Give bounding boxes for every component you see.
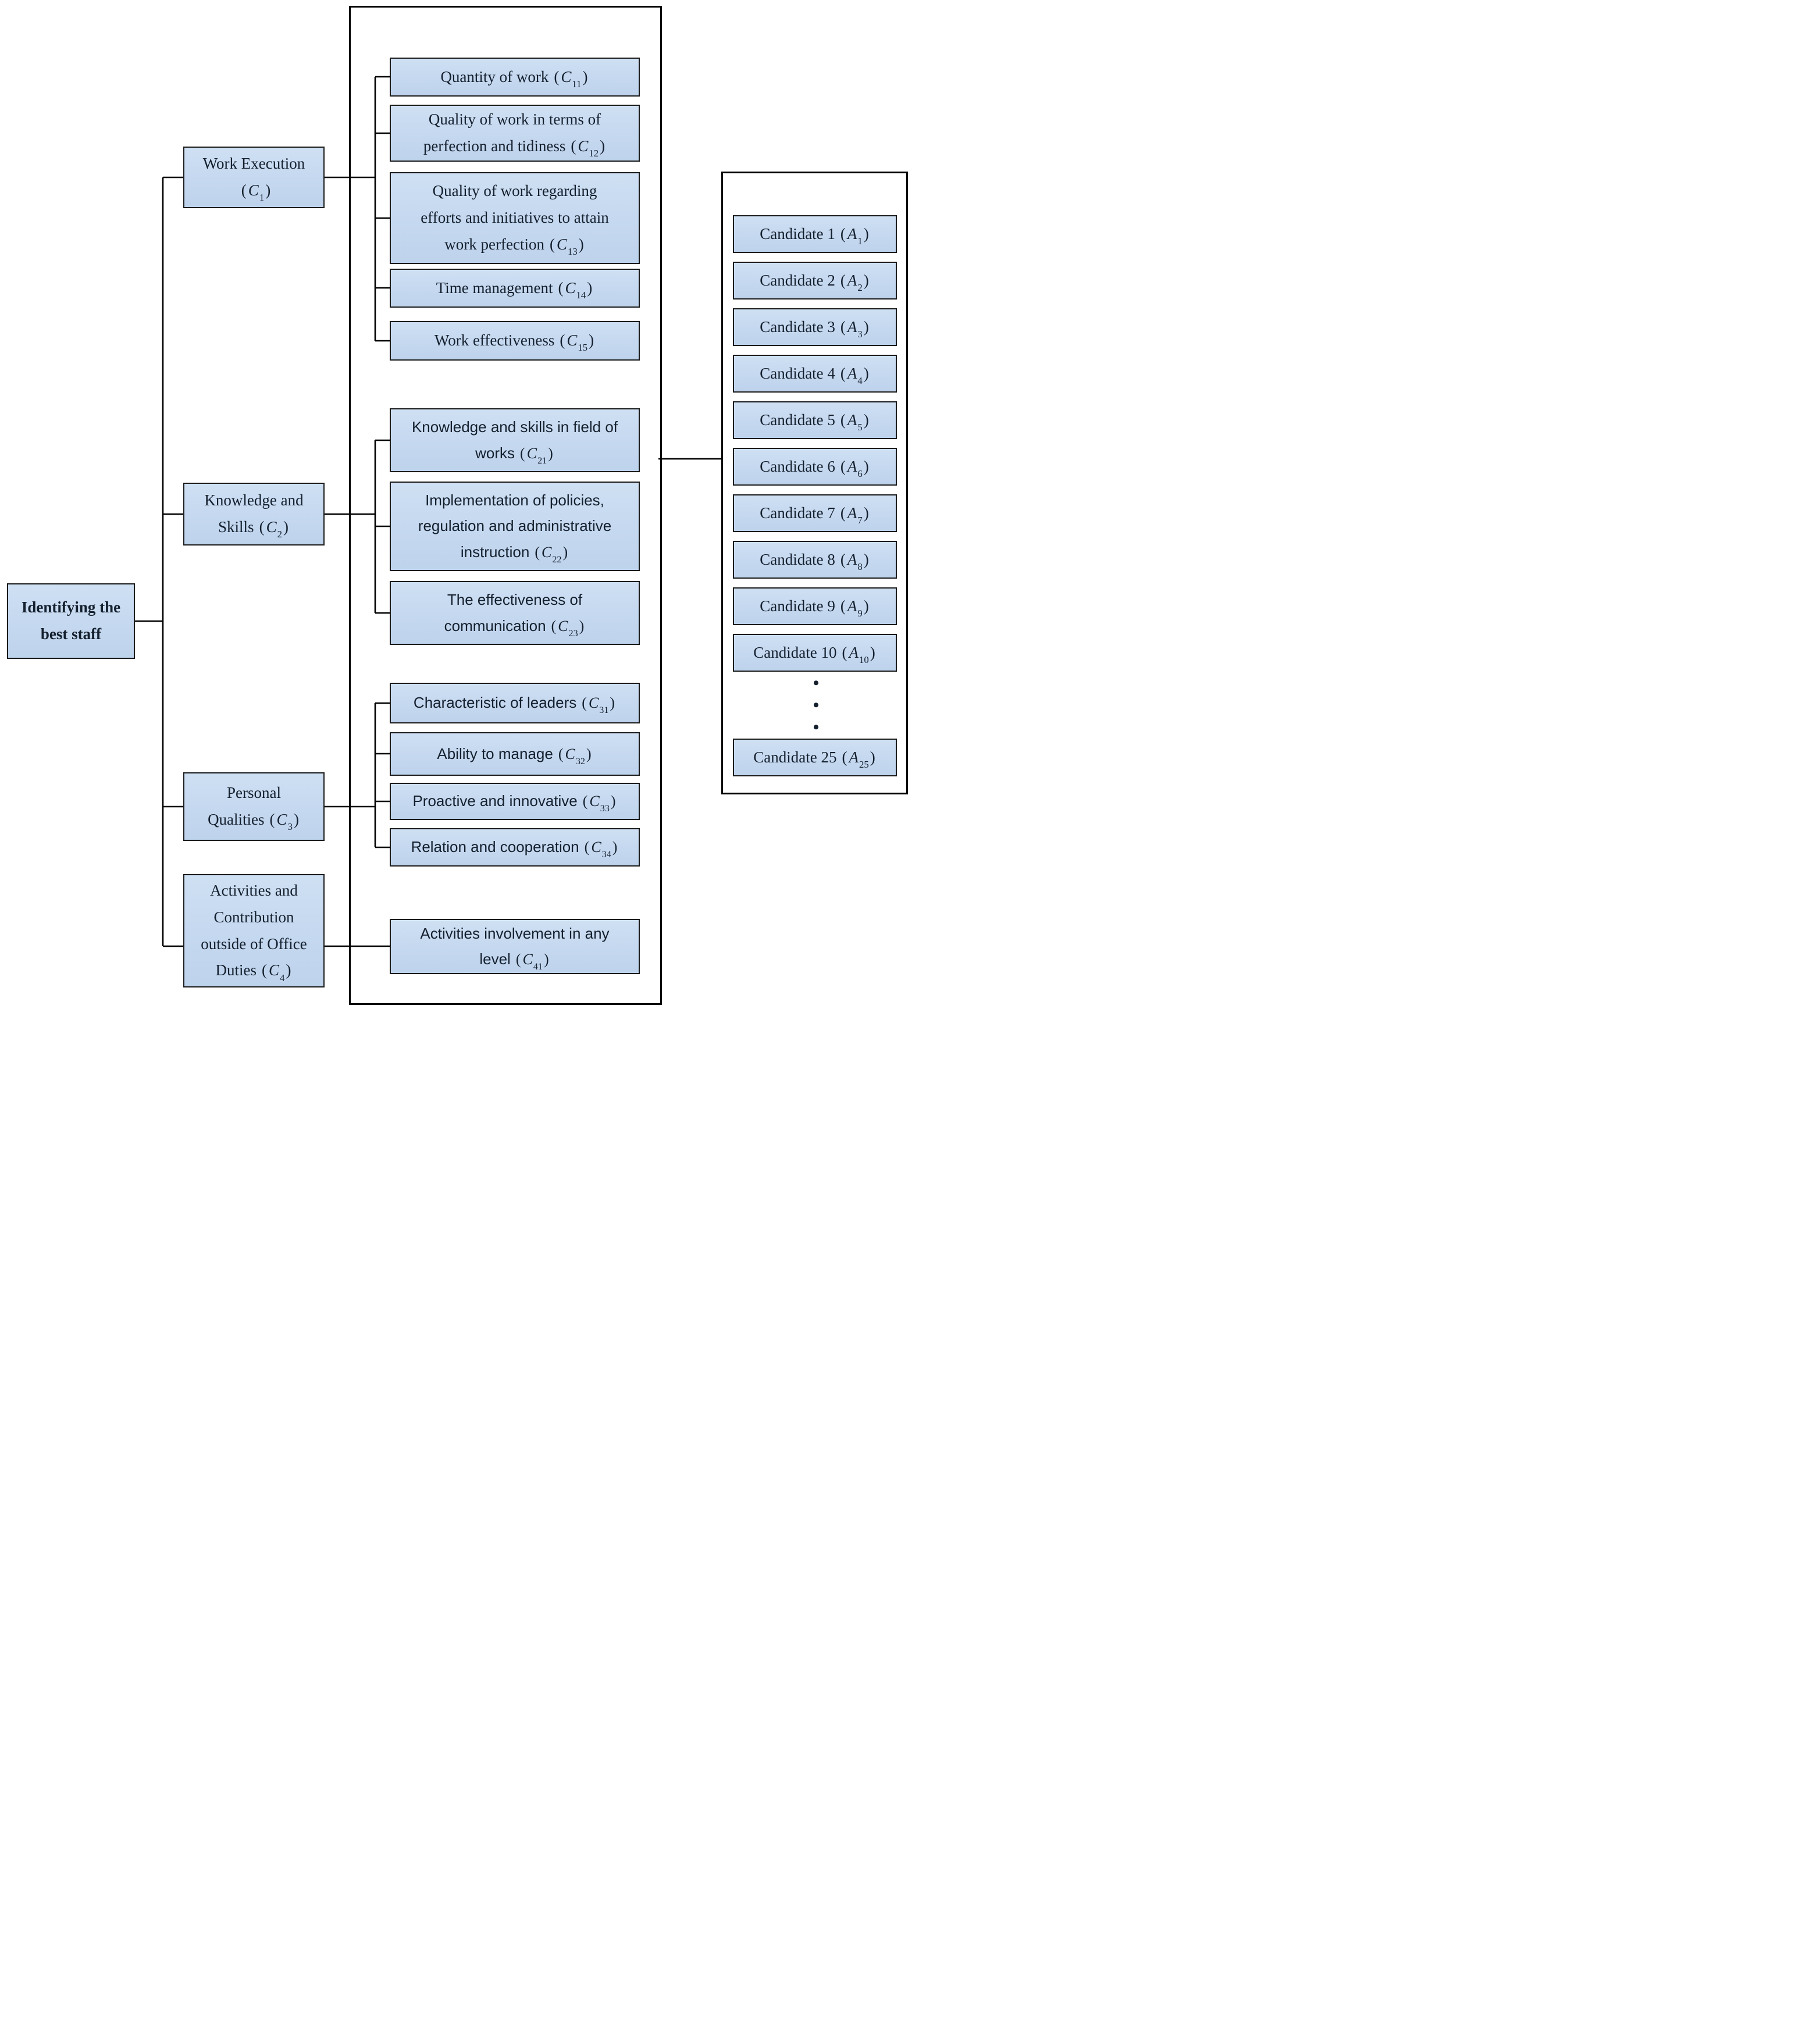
candidate-8-label: Candidate 8(A8) xyxy=(760,550,869,572)
criterion-c3-box: Personal Qualities(C3) xyxy=(183,772,325,841)
subcriterion-c11-box: Quantity of work(C11) xyxy=(390,58,640,97)
criterion-c2-box: Knowledge and Skills(C2) xyxy=(183,483,325,545)
subcriterion-c22-box: Implementation of policies, regulation a… xyxy=(390,482,640,571)
candidate-2-label: Candidate 2(A2) xyxy=(760,271,869,293)
subcriterion-c31-box: Characteristic of leaders(C31) xyxy=(390,683,640,723)
ellipsis-dot: • xyxy=(813,718,820,737)
candidate-10-box: Candidate 10(A10) xyxy=(733,634,897,672)
subcriterion-c22-label3: instruction(C22) xyxy=(460,543,568,565)
criterion-c2-label2: Skills(C2) xyxy=(218,518,289,540)
vertical-ellipsis: • • • xyxy=(807,673,825,737)
candidate-1-label: Candidate 1(A1) xyxy=(760,224,869,247)
subcriterion-c21-label: Knowledge and skills in field of xyxy=(411,418,618,436)
subcriterion-c12-label2: perfection and tidiness(C12) xyxy=(423,137,606,159)
candidate-25-box: Candidate 25(A25) xyxy=(733,739,897,776)
subcriterion-c14-label: Time management(C14) xyxy=(436,279,593,301)
candidate-4-label: Candidate 4(A4) xyxy=(760,364,869,386)
subcriteria-frame xyxy=(349,6,662,1005)
candidate-3-box: Candidate 3(A3) xyxy=(733,308,897,346)
ellipsis-dot: • xyxy=(813,696,820,715)
subcriterion-c23-label: The effectiveness of xyxy=(447,591,583,609)
subcriterion-c41-label2: level(C41) xyxy=(479,950,549,972)
criterion-c1-box: Work Execution (C1) xyxy=(183,147,325,208)
candidate-9-box: Candidate 9(A9) xyxy=(733,587,897,625)
goal-line2: best staff xyxy=(40,625,102,643)
candidate-4-box: Candidate 4(A4) xyxy=(733,355,897,393)
subcriterion-c21-box: Knowledge and skills in field of works(C… xyxy=(390,408,640,472)
subcriterion-c15-label: Work effectiveness(C15) xyxy=(434,331,594,354)
criterion-c1-symbol: (C1) xyxy=(241,181,271,204)
criterion-c2-label: Knowledge and xyxy=(204,491,304,509)
subcriterion-c34-box: Relation and cooperation(C34) xyxy=(390,828,640,867)
subcriterion-c13-box: Quality of work regarding efforts and in… xyxy=(390,172,640,264)
candidate-8-box: Candidate 8(A8) xyxy=(733,541,897,579)
subcriterion-c14-box: Time management(C14) xyxy=(390,269,640,308)
criterion-c4-label2: Contribution xyxy=(213,908,294,926)
subcriterion-c41-box: Activities involvement in any level(C41) xyxy=(390,919,640,974)
criterion-c3-label2: Qualities(C3) xyxy=(208,811,299,833)
candidate-2-box: Candidate 2(A2) xyxy=(733,262,897,300)
candidate-1-box: Candidate 1(A1) xyxy=(733,215,897,253)
subcriterion-c22-label: Implementation of policies, xyxy=(425,491,604,509)
subcriterion-c33-box: Proactive and innovative(C33) xyxy=(390,783,640,820)
subcriterion-c13-label: Quality of work regarding xyxy=(432,182,597,200)
hierarchy-diagram: Identifying the best staff Work Executio… xyxy=(0,0,910,1009)
criterion-c4-label: Activities and xyxy=(210,881,298,899)
criterion-c3-label: Personal xyxy=(227,784,281,802)
subcriterion-c23-label2: communication(C23) xyxy=(444,616,585,639)
subcriterion-c34-label: Relation and cooperation(C34) xyxy=(411,838,618,860)
goal-box: Identifying the best staff xyxy=(7,583,135,659)
subcriterion-c15-box: Work effectiveness(C15) xyxy=(390,321,640,361)
subcriterion-c13-label3: work perfection(C13) xyxy=(444,235,584,258)
candidate-5-label: Candidate 5(A5) xyxy=(760,411,869,433)
subcriterion-c33-label: Proactive and innovative(C33) xyxy=(412,792,616,814)
criterion-c4-box: Activities and Contribution outside of O… xyxy=(183,874,325,987)
subcriterion-c12-label: Quality of work in terms of xyxy=(428,110,601,129)
candidates-frame xyxy=(721,172,908,794)
subcriterion-c23-box: The effectiveness of communication(C23) xyxy=(390,581,640,645)
criterion-c4-label3: outside of Office xyxy=(201,935,307,953)
criterion-c4-label4: Duties(C4) xyxy=(215,961,291,983)
candidate-6-box: Candidate 6(A6) xyxy=(733,448,897,486)
candidate-5-box: Candidate 5(A5) xyxy=(733,401,897,439)
subcriterion-c31-label: Characteristic of leaders(C31) xyxy=(413,694,615,716)
subcriterion-c21-label2: works(C21) xyxy=(475,444,553,466)
candidate-10-label: Candidate 10(A10) xyxy=(753,643,875,665)
subcriterion-c32-box: Ability to manage(C32) xyxy=(390,732,640,776)
candidate-7-box: Candidate 7(A7) xyxy=(733,494,897,532)
goal-line1: Identifying the xyxy=(21,598,121,616)
subcriterion-c12-box: Quality of work in terms of perfection a… xyxy=(390,105,640,162)
candidate-6-label: Candidate 6(A6) xyxy=(760,457,869,479)
candidate-3-label: Candidate 3(A3) xyxy=(760,318,869,340)
ellipsis-dot: • xyxy=(813,673,820,693)
subcriterion-c22-label2: regulation and administrative xyxy=(418,517,612,535)
subcriterion-c41-label: Activities involvement in any xyxy=(420,924,610,942)
subcriterion-c11-label: Quantity of work(C11) xyxy=(440,67,588,90)
candidate-7-label: Candidate 7(A7) xyxy=(760,504,869,526)
subcriterion-c13-label2: efforts and initiatives to attain xyxy=(421,209,609,227)
candidate-25-label: Candidate 25(A25) xyxy=(753,748,875,770)
candidate-9-label: Candidate 9(A9) xyxy=(760,597,869,619)
subcriterion-c32-label: Ability to manage(C32) xyxy=(437,744,592,766)
criterion-c1-label: Work Execution xyxy=(202,155,305,173)
